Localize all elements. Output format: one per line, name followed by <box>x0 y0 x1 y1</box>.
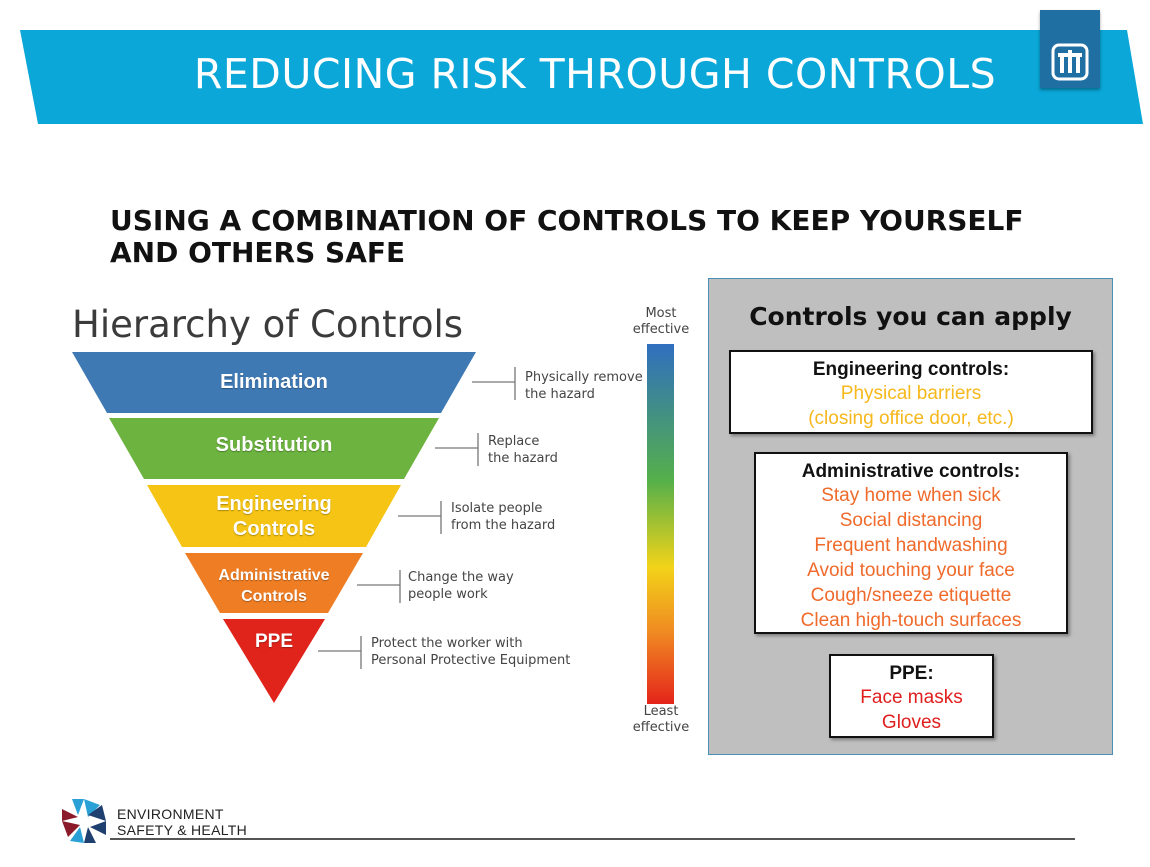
ppe-item: Face masks <box>860 687 963 708</box>
administrative-item: Stay home when sick <box>821 485 1001 506</box>
administrative-item: Avoid touching your face <box>807 560 1015 581</box>
connector-lines <box>318 367 516 669</box>
desc-line: people work <box>408 587 488 602</box>
ppe-heading: PPE: <box>889 663 934 684</box>
engineering-controls-heading: Engineering controls: <box>812 359 1010 380</box>
subtitle-line-2: AND OTHERS SAFE <box>110 236 406 269</box>
title-banner <box>20 30 1143 124</box>
tier-label-ppe: PPE <box>254 631 294 652</box>
tier-label-administrative-line-2: Controls <box>241 588 307 605</box>
tier-administrative-shape <box>185 553 363 613</box>
tier-substitution-shape <box>109 418 439 479</box>
desc-line: Isolate people <box>451 501 543 516</box>
hierarchy-title: Hierarchy of Controls <box>72 303 464 346</box>
tier-elimination-shape <box>72 352 476 413</box>
page-title: REDUCING RISK THROUGH CONTROLS <box>193 50 997 98</box>
desc-line: Physically remove <box>525 370 643 385</box>
engineering-item: (closing office door, etc.) <box>808 408 1014 429</box>
tier-desc-engineering: Isolate people from the hazard <box>451 500 555 534</box>
tier-ppe-shape <box>223 619 325 703</box>
tier-label-elimination: Elimination <box>220 371 328 393</box>
ppe-controls-box: PPE: Face masks Gloves <box>829 654 994 738</box>
tier-desc-ppe: Protect the worker with Personal Protect… <box>371 635 570 669</box>
tier-label-engineering-line-1: Engineering <box>216 493 332 515</box>
desc-line: the hazard <box>525 387 595 402</box>
engineering-item: Physical barriers <box>840 383 982 404</box>
scale-most-effective: Most effective <box>626 306 696 338</box>
desc-line: Change the way <box>408 570 514 585</box>
administrative-controls-box: Administrative controls: Stay home when … <box>754 452 1068 634</box>
desc-line: Protect the worker with <box>371 636 523 651</box>
banner-shape <box>20 30 1143 124</box>
engineering-controls-box: Engineering controls: Physical barriers … <box>729 350 1093 434</box>
tier-engineering-shape <box>147 485 401 547</box>
tier-desc-administrative: Change the way people work <box>408 569 514 603</box>
subtitle: USING A COMBINATION OF CONTROLS TO KEEP … <box>110 205 1050 269</box>
administrative-item: Social distancing <box>839 510 983 531</box>
tier-desc-substitution: Replace the hazard <box>488 433 558 467</box>
effectiveness-scale-bar <box>647 344 674 704</box>
footer-org-name: ENVIRONMENT SAFETY & HEALTH <box>117 806 247 838</box>
administrative-item: Cough/sneeze etiquette <box>810 585 1012 606</box>
scale-bottom-line-2: effective <box>632 720 690 735</box>
tier-label-administrative-line-1: Administrative <box>218 567 330 584</box>
desc-line: from the hazard <box>451 518 556 533</box>
sandia-logo <box>1040 10 1100 88</box>
desc-line: the hazard <box>488 451 558 466</box>
subtitle-line-1: USING A COMBINATION OF CONTROLS TO KEEP … <box>110 204 1024 237</box>
tier-label-administrative: Administrative Controls <box>185 565 363 607</box>
tier-desc-elimination: Physically remove the hazard <box>525 369 643 403</box>
ppe-item: Gloves <box>881 712 942 733</box>
desc-line: Personal Protective Equipment <box>371 653 571 668</box>
tier-label-substitution: Substitution <box>215 434 333 456</box>
hierarchy-pyramid <box>72 344 674 704</box>
administrative-item: Frequent handwashing <box>814 535 1008 556</box>
scale-bottom-line-1: Least <box>643 704 679 719</box>
tier-label-engineering: Engineering Controls <box>147 492 401 542</box>
scale-top-line-1: Most <box>645 306 677 321</box>
administrative-controls-heading: Administrative controls: <box>801 461 1021 482</box>
sandia-thunderbird-icon <box>1051 43 1089 81</box>
tier-label-engineering-line-2: Controls <box>232 518 316 540</box>
esh-pinwheel-icon <box>62 799 106 843</box>
footer-line-1: ENVIRONMENT <box>117 806 224 822</box>
administrative-item: Clean high-touch surfaces <box>800 610 1022 631</box>
scale-top-line-2: effective <box>632 322 690 337</box>
scale-least-effective: Least effective <box>626 704 696 736</box>
desc-line: Replace <box>488 434 540 449</box>
controls-panel-title: Controls you can apply <box>749 302 1072 331</box>
footer-divider <box>110 838 1075 840</box>
footer-line-2: SAFETY & HEALTH <box>117 822 248 838</box>
